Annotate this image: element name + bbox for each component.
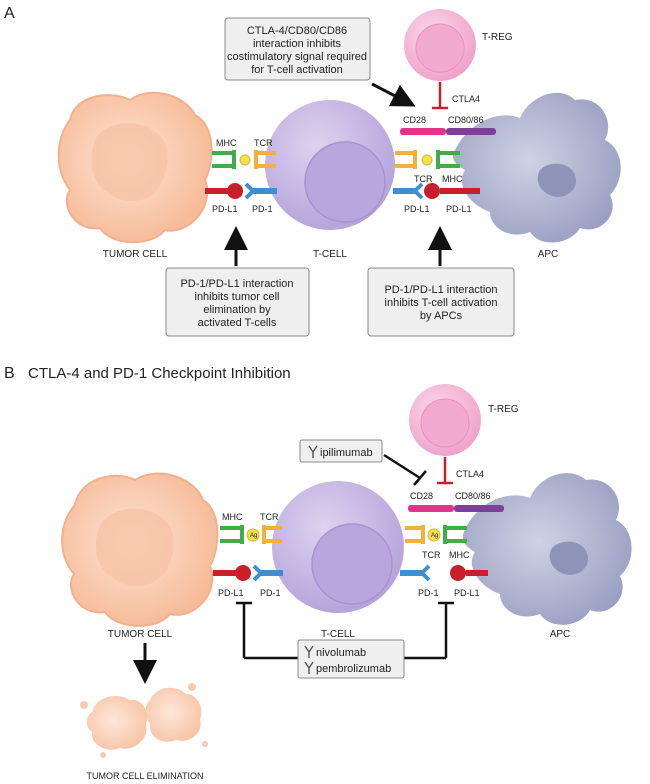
eliminated-tumor-cells [80,683,208,758]
cd80-ligand-b [454,505,504,512]
panel-a-letter: A [4,5,15,22]
svg-text:interaction inhibits: interaction inhibits [253,38,342,50]
tcr-label-left-b: TCR [260,512,279,522]
ipilimumab-inhibit-line [383,453,421,480]
svg-text:inhibits T-cell activation: inhibits T-cell activation [385,297,498,309]
pdl1-label-right-a2: PD-L1 [446,204,472,214]
pembrolizumab-label: pembrolizumab [316,663,391,675]
tumor-cell-a [57,91,213,244]
pd1-tumor-info-box: PD-1/PD-L1 interaction inhibits tumor ce… [165,267,310,337]
apc-b-label: APC [550,629,571,640]
treg-b-label: T-REG [488,404,519,415]
pdl1-label-left-b: PD-L1 [218,588,244,598]
cd28-label-a: CD28 [403,115,426,125]
t-cell-a-label: T-CELL [313,249,347,260]
tcr-mhc-right-a [395,150,460,169]
pd1-drugs-box: nivolumab pembrolizumab [297,639,405,679]
svg-text:costimulatory signal required: costimulatory signal required [227,51,367,63]
ag-label-left: Ag [250,533,257,539]
tcr-label-left-a: TCR [254,138,273,148]
mhc-label-right-b: MHC [449,550,470,560]
apc-a-label: APC [538,249,559,260]
apc-b [462,473,632,625]
pdl1-pd1-left-b [213,564,283,582]
pdl1-label-left-a: PD-L1 [212,204,238,214]
ctla4-label-b: CTLA4 [456,469,484,479]
cd80-ligand-a [446,128,496,135]
t-cell-b-label: T-CELL [321,629,355,640]
tumor-cell-b-label: TUMOR CELL [108,629,173,640]
pd1-pdl1-right-b [400,564,488,582]
cd28-receptor-b [408,505,454,512]
mhc-label-left-b: MHC [222,512,243,522]
pdl1-label-right-b: PD-L1 [454,588,480,598]
svg-text:inhibits tumor cell: inhibits tumor cell [195,291,280,303]
t-cell-a [265,100,395,230]
pd1-inhibitor-bracket [236,601,454,660]
tcr-label-right-a: TCR [414,174,433,184]
tumor-cell-b [61,472,219,627]
pdl1-pd1-left-a [205,182,277,200]
ctla4-label-a: CTLA4 [452,94,480,104]
ctla4-box-arrow [371,82,416,107]
svg-text:for T-cell activation: for T-cell activation [251,64,343,76]
pd1-pdl1-right-a [393,182,480,200]
tcr-mhc-right-b [405,525,467,544]
ipilimumab-box: ipilimumab [299,439,383,463]
cd28-receptor-a [400,128,446,135]
cd80-label-b: CD80/86 [455,491,491,501]
ag-label-right: Ag [431,533,438,539]
ipilimumab-label: ipilimumab [320,447,373,459]
antibody-icon [304,661,314,674]
mhc-tcr-left-b [220,525,282,544]
antibody-icon [304,645,314,658]
panel-b-letter: B [4,365,15,382]
svg-text:elimination by: elimination by [203,304,271,316]
tcr-label-right-b: TCR [422,550,441,560]
elimination-label: TUMOR CELL ELIMINATION [86,771,203,781]
svg-text:PD-1/PD-L1 interaction: PD-1/PD-L1 interaction [384,284,497,296]
treg-b [409,384,481,456]
pdl1-label-right-a1: PD-L1 [404,204,430,214]
pd1-label-right-b: PD-1 [418,588,439,598]
pd1-label-left-b: PD-1 [260,588,281,598]
mhc-tcr-left-a [212,150,276,169]
tumor-cell-a-label: TUMOR CELL [103,249,168,260]
cd80-label-a: CD80/86 [448,115,484,125]
nivolumab-label: nivolumab [316,647,366,659]
mhc-label-left-a: MHC [216,138,237,148]
svg-text:activated T-cells: activated T-cells [198,317,277,329]
svg-text:CTLA-4/CD80/CD86: CTLA-4/CD80/CD86 [247,25,347,37]
svg-text:by APCs: by APCs [420,310,463,322]
treg-a [404,9,476,81]
ipilimumab-inhibit-bar [413,470,427,486]
ctla4-info-box: CTLA-4/CD80/CD86 interaction inhibits co… [224,17,371,81]
cd28-label-b: CD28 [410,491,433,501]
t-cell-b [272,481,404,613]
mhc-label-right-a: MHC [442,174,463,184]
treg-a-label: T-REG [482,32,513,43]
panel-b-title: CTLA-4 and PD-1 Checkpoint Inhibition [28,365,291,382]
antibody-icon [308,445,318,458]
pd1-apc-info-box: PD-1/PD-L1 interaction inhibits T-cell a… [367,267,515,337]
pd1-label-left-a: PD-1 [252,204,273,214]
svg-text:PD-1/PD-L1 interaction: PD-1/PD-L1 interaction [180,278,293,290]
